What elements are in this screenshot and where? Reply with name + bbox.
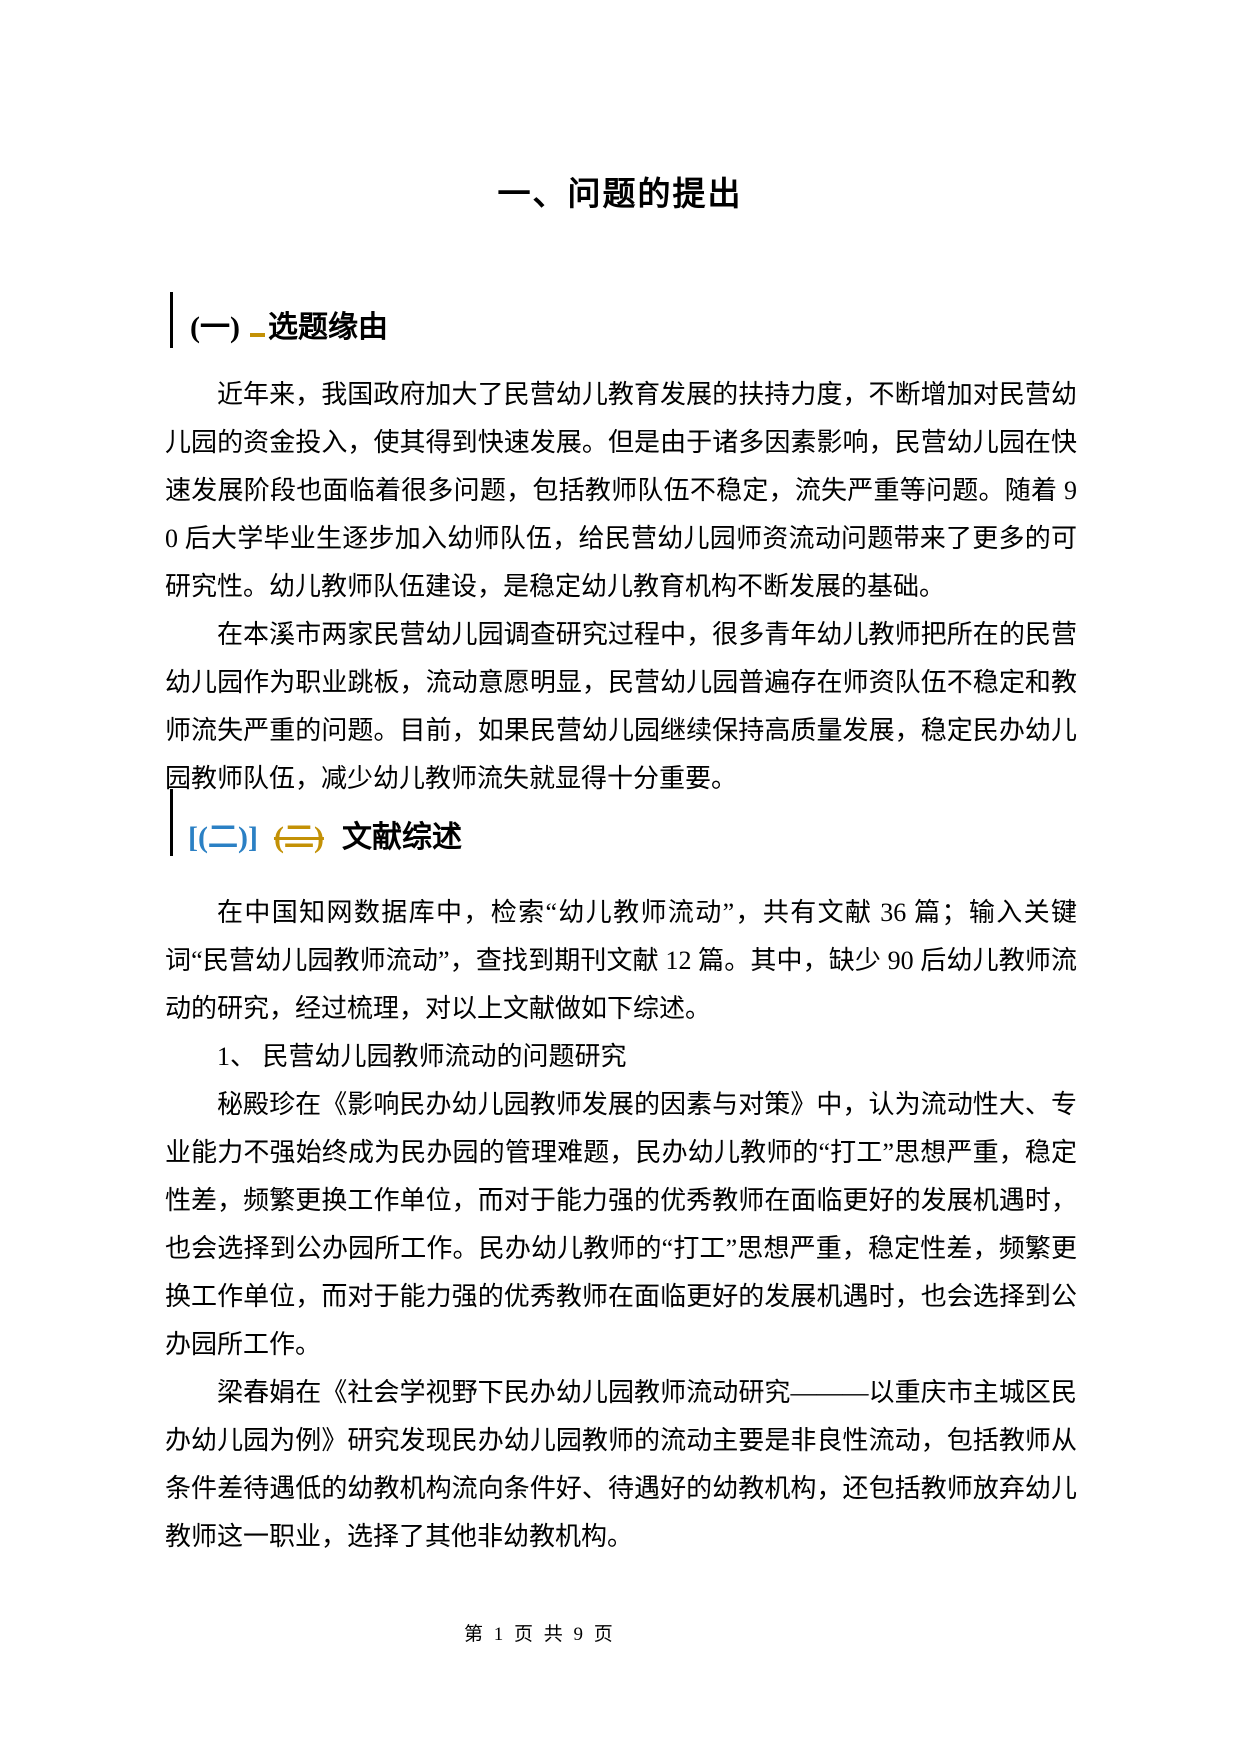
tracked-insertion-text: [(二)]	[188, 821, 258, 854]
revision-change-bar	[170, 789, 173, 856]
tracked-inserted-space-mark	[249, 333, 265, 337]
page-footer: 第 1 页 共 9 页	[464, 1624, 614, 1645]
list-item-teacher-mobility: 1、 民营幼儿园教师流动的问题研究	[217, 1042, 627, 1071]
section-heading-1: (一) 选题缘由	[190, 308, 388, 348]
paragraph-benxi-survey: 在本溪市两家民营幼儿园调查研究过程中，很多青年幼儿教师把所在的民营幼儿园作为职业…	[165, 620, 1077, 793]
paragraph-intro: 近年来，我国政府加大了民营幼儿教育发展的扶持力度，不断增加对民营幼儿园的资金投入…	[165, 380, 1077, 601]
section-1-number: (一)	[190, 311, 240, 344]
section-heading-2: [(二)] (二) 文献综述	[188, 818, 462, 858]
paragraph-midianzhen: 秘殿珍在《影响民办幼儿园教师发展的因素与对策》中，认为流动性大、专业能力不强始终…	[165, 1090, 1077, 1359]
tracked-deletion-text: (二)	[273, 821, 324, 854]
revision-change-bar	[170, 292, 173, 348]
page-title: 一、问题的提出	[497, 177, 743, 213]
section-2-label: 文献综述	[341, 821, 462, 854]
paragraph-liangchunjuan: 梁春娟在《社会学视野下民办幼儿园教师流动研究———以重庆市主城区民办幼儿园为例》…	[165, 1378, 1077, 1551]
section-1-label: 选题缘由	[267, 311, 388, 344]
paragraph-cnki-search: 在中国知网数据库中，检索“幼儿教师流动”，共有文献 36 篇；输入关键词“民营幼…	[165, 898, 1077, 1023]
